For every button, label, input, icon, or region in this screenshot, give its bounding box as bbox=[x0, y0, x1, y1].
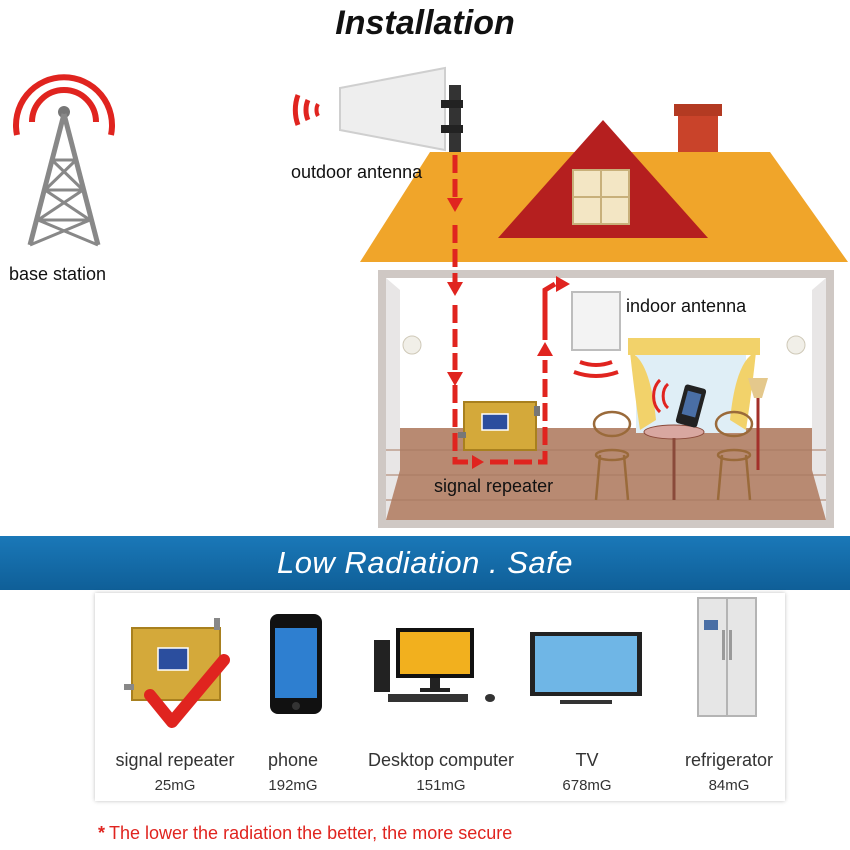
footnote-text: The lower the radiation the better, the … bbox=[109, 823, 513, 843]
radiation-banner: Low Radiation . Safe bbox=[0, 536, 850, 590]
base-station-label: base station bbox=[9, 264, 107, 284]
device-value: 151mG bbox=[416, 777, 466, 794]
signal-arrows bbox=[447, 198, 570, 469]
device-name: phone bbox=[267, 750, 319, 770]
device-value: 84mG bbox=[708, 777, 750, 794]
outdoor-antenna-icon bbox=[292, 66, 463, 215]
device-value: 678mG bbox=[562, 777, 612, 794]
page-title: Installation bbox=[335, 4, 515, 42]
installation-diagram bbox=[13, 66, 848, 528]
banner-text: Low Radiation . Safe bbox=[276, 545, 574, 580]
signal-path bbox=[452, 155, 557, 465]
indoor-antenna-icon bbox=[571, 291, 621, 378]
device-name: TV bbox=[575, 750, 599, 770]
base-station-icon bbox=[13, 74, 115, 247]
signal-repeater-label: signal repeater bbox=[434, 476, 554, 496]
mobile-phone-icon bbox=[652, 378, 707, 428]
device-name: refrigerator bbox=[684, 750, 774, 770]
outdoor-antenna-label: outdoor antenna bbox=[291, 162, 423, 182]
device-value: 25mG bbox=[154, 777, 196, 794]
asterisk-icon: * bbox=[98, 823, 106, 843]
device-value: 192mG bbox=[268, 777, 318, 794]
device-name: signal repeater bbox=[115, 750, 235, 770]
device-name: Desktop computer bbox=[367, 750, 515, 770]
indoor-antenna-label: indoor antenna bbox=[626, 296, 747, 316]
footnote: *The lower the radiation the better, the… bbox=[98, 823, 512, 844]
signal-repeater-device-icon bbox=[458, 401, 540, 451]
